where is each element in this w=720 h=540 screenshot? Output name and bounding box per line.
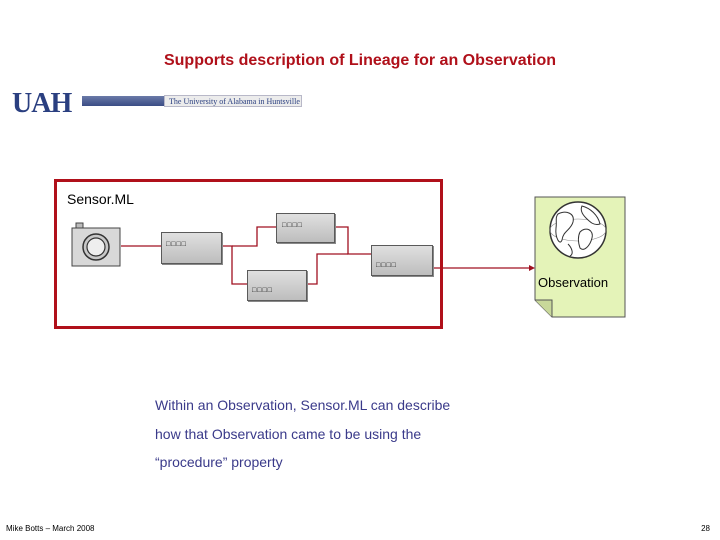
caption-line-1: Within an Observation, Sensor.ML can des… — [155, 397, 451, 413]
logo-subtitle: The University of Alabama in Huntsville — [164, 95, 302, 107]
process-connectors — [121, 226, 529, 285]
process-label-b: □□□□ — [166, 241, 187, 248]
caption-line-3: “procedure” property — [155, 454, 283, 470]
sensorml-box — [54, 179, 443, 329]
slide-title: Supports description of Lineage for an O… — [163, 52, 557, 69]
connector-b-to-c — [220, 245, 247, 285]
process-block-a — [276, 213, 335, 243]
footer-author: Mike Botts – March 2008 — [6, 524, 95, 533]
process-block-b — [161, 232, 222, 264]
process-label-a: □□□□ — [282, 222, 303, 229]
process-block-d — [371, 245, 433, 276]
process-label-c: □□□□ — [252, 287, 273, 294]
caption-line-2: how that Observation came to be using th… — [155, 426, 422, 442]
camera-icon — [71, 222, 121, 267]
uah-logo: The University of Alabama in Huntsville … — [12, 88, 302, 119]
sensorml-label: Sensor.ML — [67, 191, 134, 207]
logo-text: UAH — [12, 88, 72, 119]
observation-label: Observation — [538, 275, 609, 290]
process-label-d: □□□□ — [376, 262, 397, 269]
connector-a-to-d — [333, 226, 371, 255]
page-number: 28 — [701, 524, 710, 533]
process-block-c — [247, 270, 307, 301]
globe-icon — [549, 201, 607, 259]
connector-c-to-d — [305, 253, 348, 285]
connector-b-to-a — [232, 226, 276, 247]
